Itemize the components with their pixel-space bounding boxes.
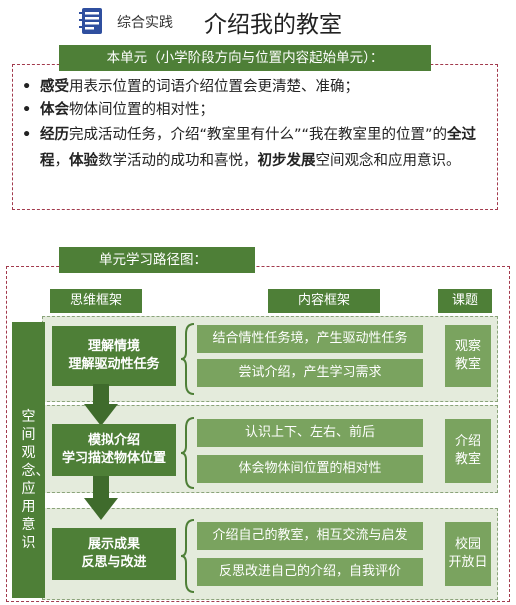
goal-text: 数学活动的成功和喜悦， — [98, 153, 258, 169]
lesson-title-3: 校园 开放日 — [445, 522, 491, 586]
goal-emphasis: 初步发展 — [257, 153, 316, 169]
goal-text: 完成活动任务，介绍“教室里有什么”“我在教室里的位置”的 — [69, 127, 448, 143]
thinking-step-title: 理解情境 — [87, 339, 140, 354]
thinking-step-subtitle: 理解驱动性任务 — [68, 357, 160, 372]
content-item: 认识上下、左右、前后 — [197, 419, 423, 447]
page-title: 介绍我的教室 — [204, 12, 342, 38]
lesson-title-1: 观察 教室 — [445, 325, 491, 387]
lesson-name: 介绍 — [454, 434, 481, 449]
goal-item: 感受用表示位置的词语介绍位置会更清楚、准确； — [22, 76, 492, 99]
lesson-name: 校园 — [454, 537, 481, 552]
thinking-step-3: 展示成果 反思与改进 — [52, 528, 176, 580]
core-competency-label: 空间观念、应用意识 — [21, 409, 50, 551]
thinking-step-subtitle: 学习描述物体位置 — [61, 451, 166, 466]
brace-icon — [180, 519, 195, 593]
notebook-icon — [79, 8, 102, 34]
content-item: 反思改进自己的介绍，自我评价 — [197, 558, 423, 586]
lesson-name: 教室 — [454, 357, 481, 372]
brace-icon — [180, 417, 195, 489]
unit-goals-list: 感受用表示位置的词语介绍位置会更清楚、准确； 体会物体间位置的相对性； 经历完成… — [22, 76, 492, 174]
goal-verb: 经历 — [40, 127, 69, 143]
goal-text: ， — [54, 153, 70, 169]
goal-verb: 体会 — [40, 102, 69, 118]
lesson-title-2: 介绍 教室 — [445, 419, 491, 483]
goal-emphasis: 全过程 — [40, 127, 477, 169]
thinking-step-subtitle: 反思与改进 — [81, 555, 147, 570]
brace-icon — [180, 323, 195, 395]
lesson-name: 观察 — [454, 339, 481, 354]
thinking-step-1: 理解情境 理解驱动性任务 — [52, 326, 176, 386]
unit-banner: 本单元（小学阶段方向与位置内容起始单元）： — [59, 45, 431, 71]
thinking-step-2: 模拟介绍 学习描述物体位置 — [52, 424, 176, 476]
thinking-step-title: 模拟介绍 — [87, 433, 140, 448]
goal-emphasis: 体验 — [69, 153, 98, 169]
lesson-header: 课题 — [438, 289, 492, 313]
goal-verb: 感受 — [40, 79, 69, 95]
content-item: 介绍自己的教室，相互交流与启发 — [197, 522, 423, 550]
goal-item: 经历完成活动任务，介绍“教室里有什么”“我在教室里的位置”的全过程，体验数学活动… — [22, 122, 492, 174]
thinking-framework-header: 思维框架 — [50, 289, 142, 313]
section-tag: 综合实践 — [117, 15, 173, 31]
goal-text: 用表示位置的词语介绍位置会更清楚、准确； — [69, 79, 359, 95]
down-arrow-icon — [84, 384, 118, 426]
thinking-step-title: 展示成果 — [87, 537, 140, 552]
learning-path-banner: 单元学习路径图： — [59, 247, 255, 273]
down-arrow-icon — [84, 476, 118, 520]
goal-text: 空间观念和应用意识。 — [315, 153, 461, 169]
content-framework-header: 内容框架 — [268, 289, 380, 313]
core-competency-bar: 空间观念、应用意识 — [12, 322, 50, 598]
learning-path-box — [6, 266, 510, 602]
lesson-name: 教室 — [454, 452, 481, 467]
content-item: 体会物体间位置的相对性 — [197, 455, 423, 483]
goal-text: 物体间位置的相对性； — [69, 102, 214, 118]
content-item: 结合情性任务境，产生驱动性任务 — [197, 325, 423, 353]
content-item: 尝试介绍，产生学习需求 — [197, 359, 423, 387]
goal-item: 体会物体间位置的相对性； — [22, 99, 492, 122]
lesson-name: 开放日 — [448, 555, 488, 570]
